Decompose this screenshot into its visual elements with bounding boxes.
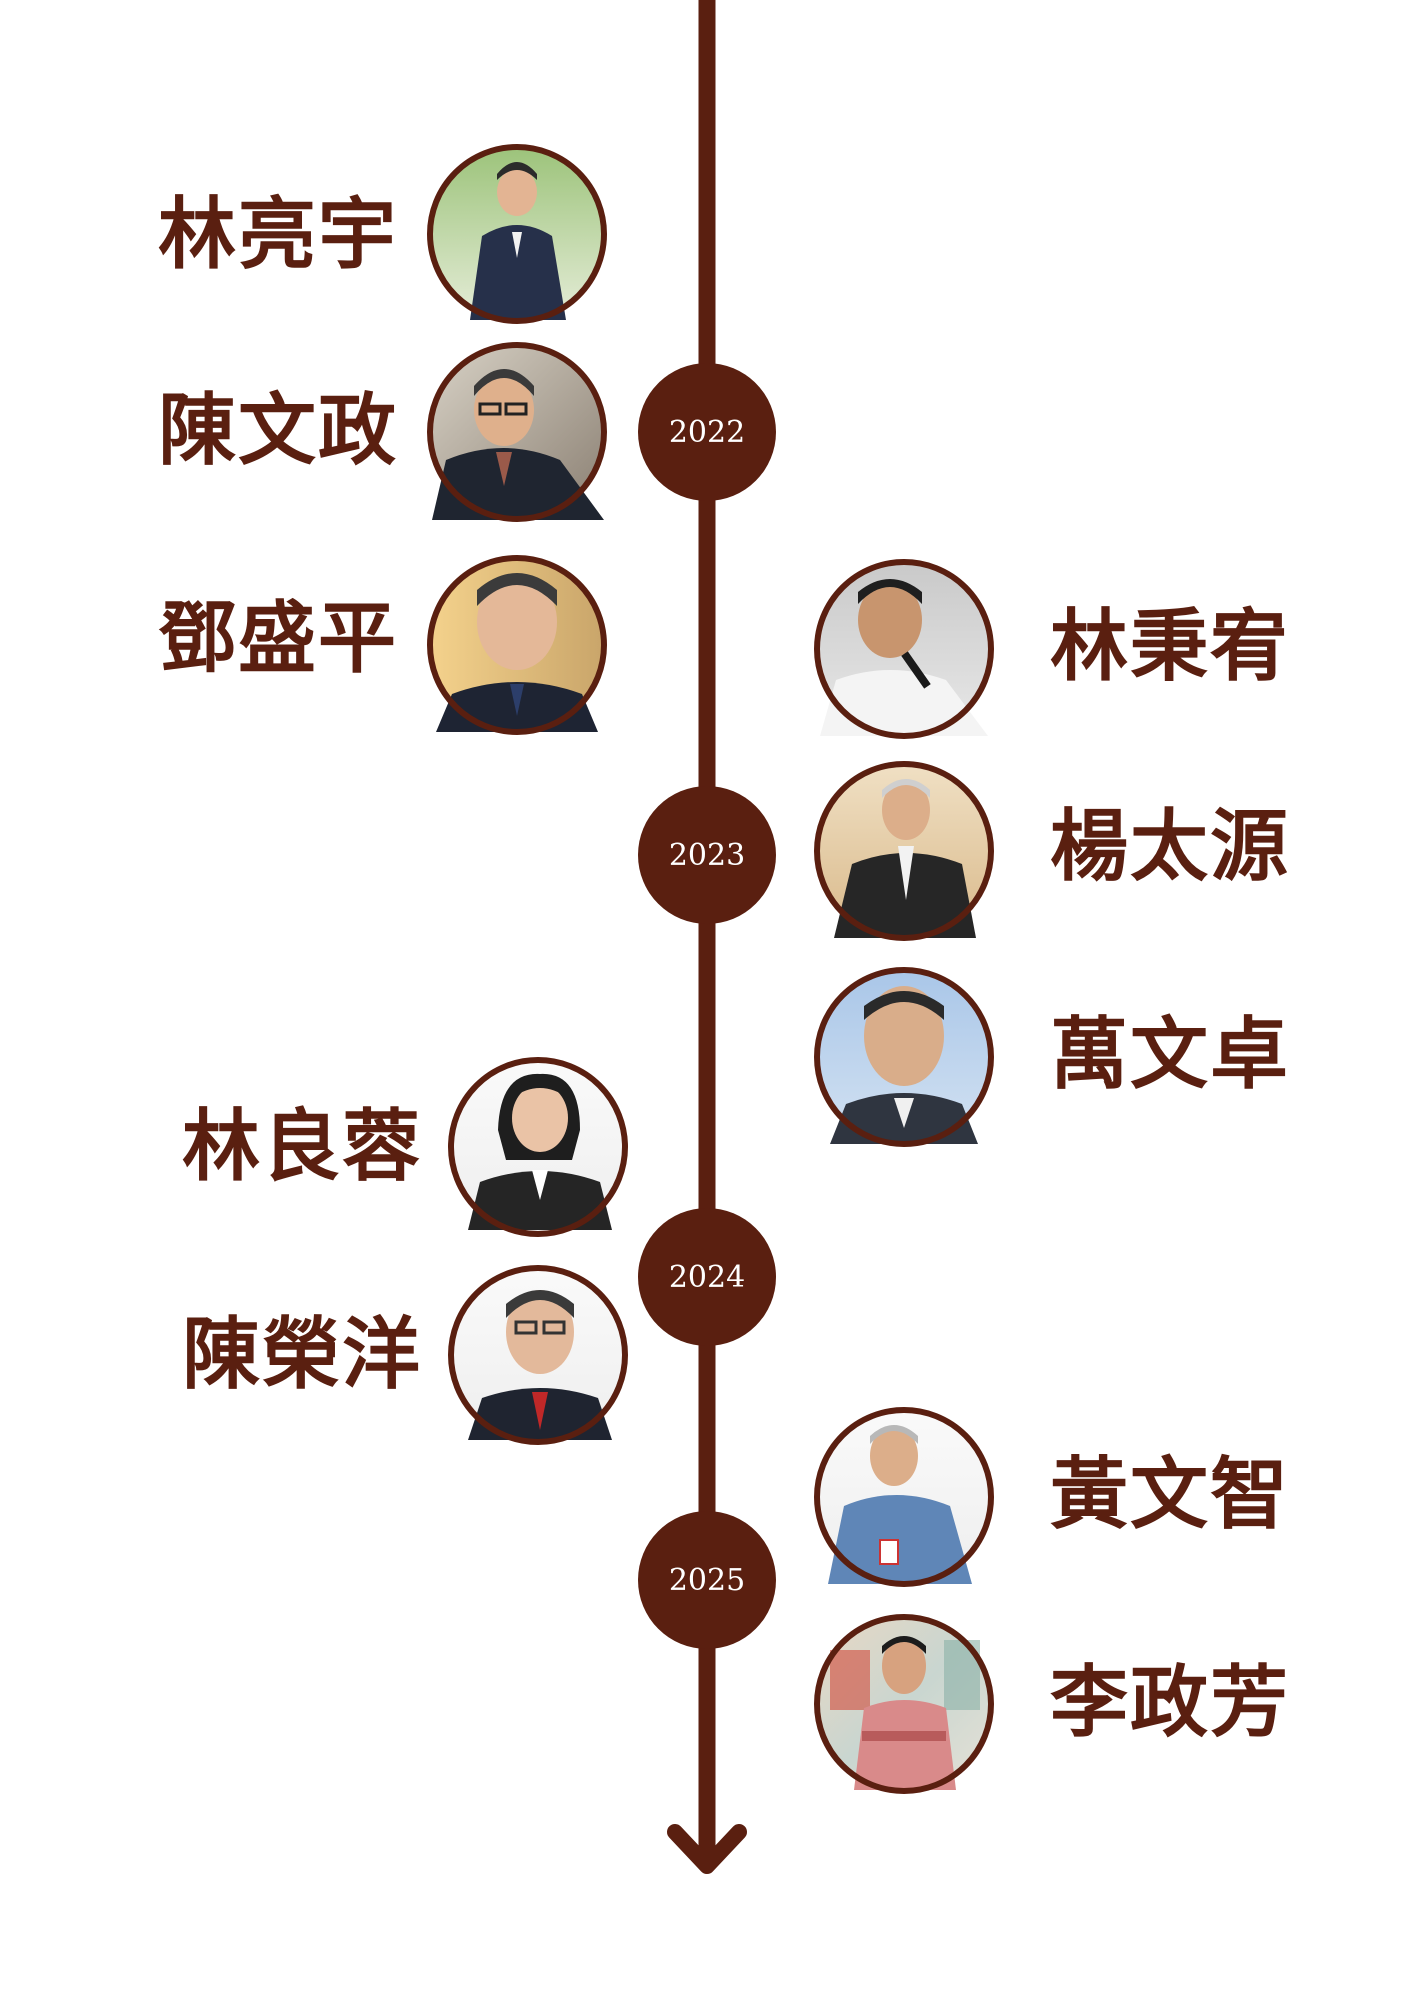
man-in-suit-photo-icon bbox=[427, 555, 607, 735]
person-name-3: 鄧盛平 bbox=[157, 593, 398, 684]
year-node-2023: 2023 bbox=[638, 786, 776, 924]
person-name-2: 陳文政 bbox=[157, 385, 398, 476]
year-node-2025: 2025 bbox=[638, 1511, 776, 1649]
year-label-2024: 2024 bbox=[669, 1260, 745, 1295]
person-name-1: 林亮宇 bbox=[157, 189, 398, 280]
person-name-6: 萬文卓 bbox=[1050, 1009, 1291, 1100]
year-label-2023: 2023 bbox=[669, 838, 745, 873]
man-in-suit-outdoors-photo-icon bbox=[427, 144, 607, 324]
man-in-blue-jacket-photo-icon bbox=[814, 1407, 994, 1587]
year-node-2022: 2022 bbox=[638, 363, 776, 501]
man-in-plaid-shirt-photo-icon bbox=[814, 1614, 994, 1794]
person-name-5: 楊太源 bbox=[1050, 801, 1291, 892]
person-name-4: 林秉宥 bbox=[1050, 601, 1291, 692]
woman-portrait-photo-icon bbox=[448, 1057, 628, 1237]
arrow-down-icon bbox=[667, 1824, 747, 1874]
person-name-10: 李政芳 bbox=[1050, 1657, 1291, 1748]
man-speaking-photo-icon bbox=[814, 761, 994, 941]
man-with-red-tie-photo-icon bbox=[448, 1265, 628, 1445]
year-node-2024: 2024 bbox=[638, 1208, 776, 1346]
person-name-8: 陳榮洋 bbox=[181, 1309, 422, 1400]
year-label-2025: 2025 bbox=[669, 1563, 745, 1598]
person-name-7: 林良蓉 bbox=[181, 1101, 422, 1192]
year-label-2022: 2022 bbox=[669, 415, 745, 450]
person-name-9: 黃文智 bbox=[1050, 1449, 1291, 1540]
man-with-microphone-photo-icon bbox=[814, 559, 994, 739]
man-portrait-photo-icon bbox=[814, 967, 994, 1147]
man-with-glasses-photo-icon bbox=[427, 342, 607, 522]
